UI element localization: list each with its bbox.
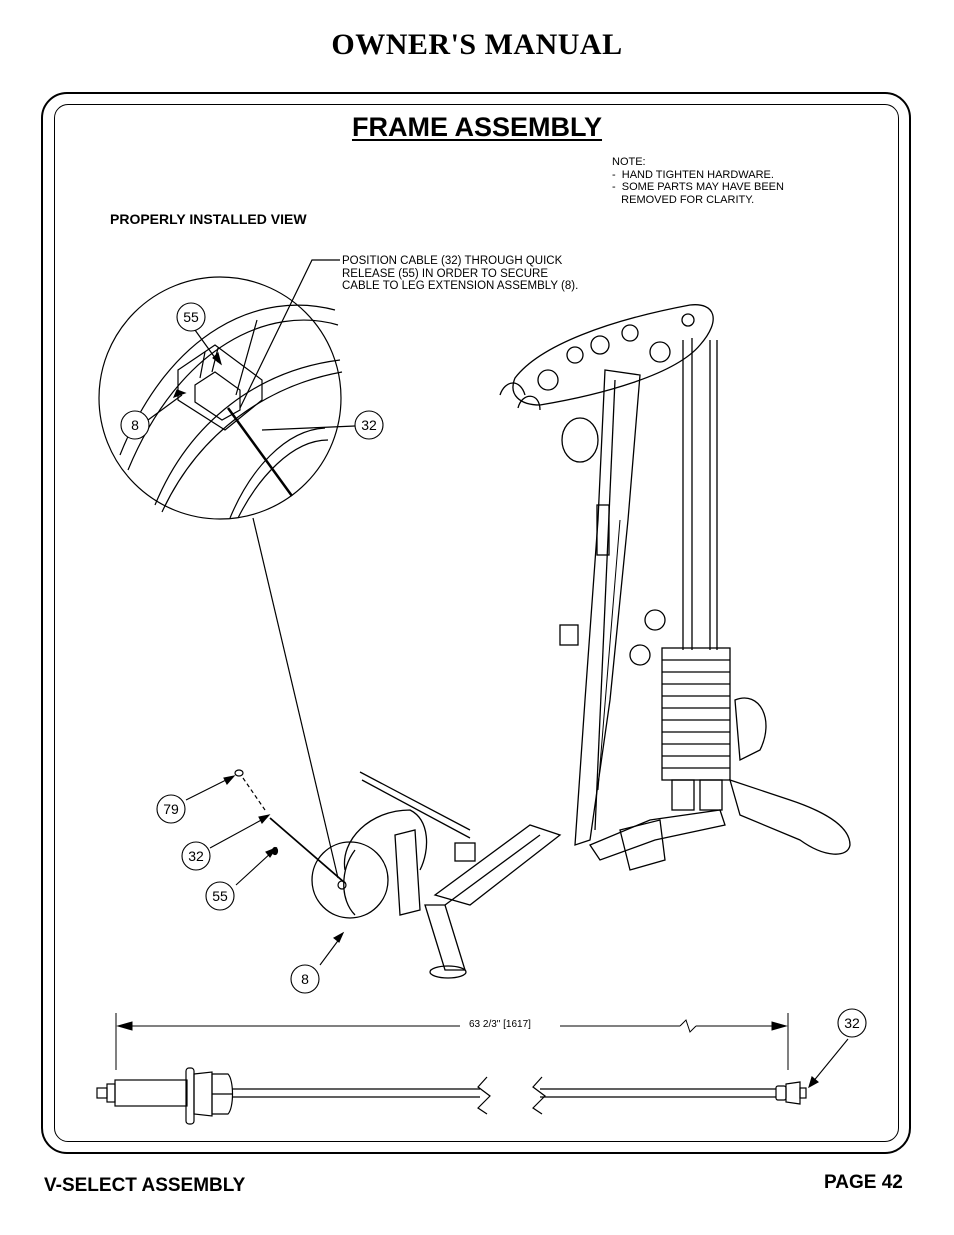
callout-leader-line (239, 259, 340, 409)
part-number-8-detail: 8 (131, 417, 139, 433)
cable-diagram (96, 1067, 807, 1125)
cable-callout-text: POSITION CABLE (32) THROUGH QUICK RELEAS… (342, 255, 579, 292)
footer-section-name: V-SELECT ASSEMBLY (44, 1175, 246, 1196)
detail-link-line (252, 517, 339, 879)
label-55-detail (176, 302, 206, 332)
label-8-main (290, 964, 320, 994)
part-number-55-detail: 55 (183, 309, 199, 325)
part-number-8-main: 8 (301, 971, 309, 987)
outer-frame-border (41, 92, 911, 1154)
part-number-32-detail: 32 (361, 417, 377, 433)
view-label: PROPERLY INSTALLED VIEW (110, 211, 307, 227)
part-number-32-cable: 32 (844, 1015, 860, 1031)
machine-frame (311, 304, 851, 979)
footer-page-number: PAGE 42 (824, 1172, 903, 1193)
label-79 (156, 794, 186, 824)
inner-frame-border (54, 104, 899, 1142)
part-number-55-main: 55 (212, 888, 228, 904)
assembly-note: NOTE: - HAND TIGHTEN HARDWARE. - SOME PA… (612, 156, 784, 206)
section-title: FRAME ASSEMBLY (351, 112, 603, 142)
manual-title: OWNER'S MANUAL (331, 28, 623, 61)
part-number-79: 79 (163, 801, 179, 817)
label-32-detail (354, 410, 384, 440)
part-number-32-main: 32 (188, 848, 204, 864)
label-32-main (181, 841, 211, 871)
label-55-main (205, 881, 235, 911)
cable-length-dimension: 63 2/3" [1617] (466, 1019, 534, 1030)
detail-circle (98, 276, 342, 520)
label-8-detail (120, 410, 150, 440)
label-32-cable (837, 1008, 867, 1038)
